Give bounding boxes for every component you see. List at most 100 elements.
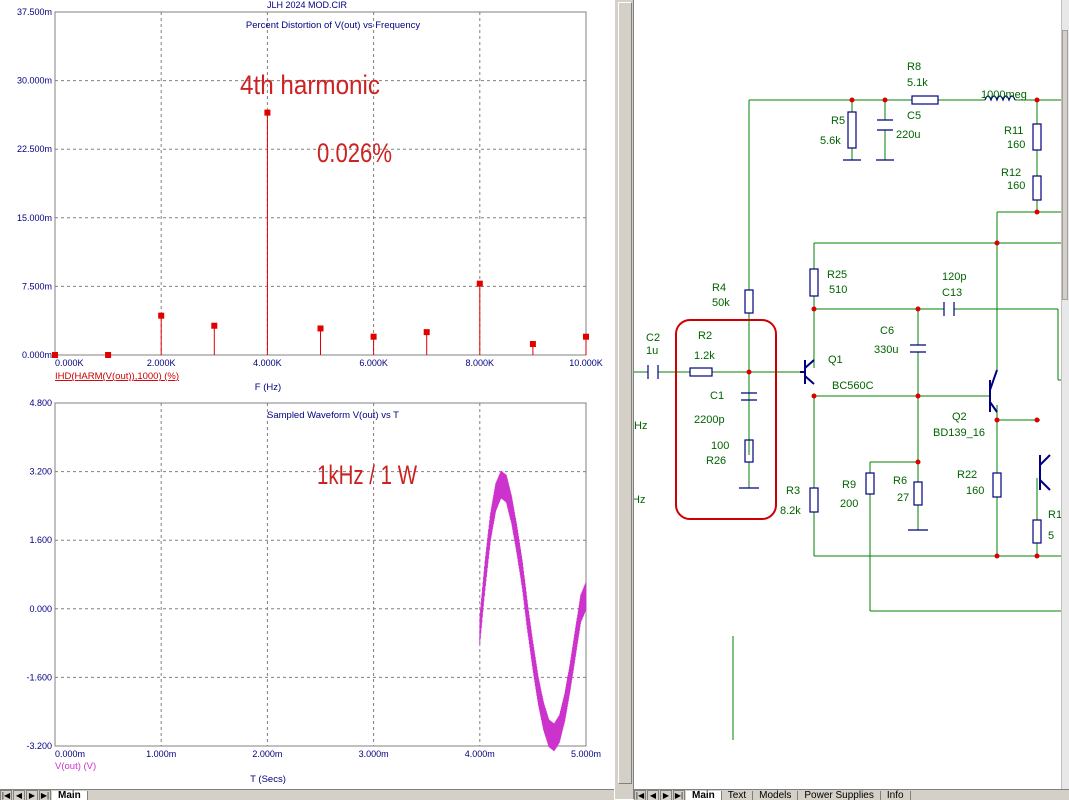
tab-nav-button[interactable]: ◀	[13, 790, 25, 800]
highlight-box	[675, 319, 777, 520]
bar-marker	[476, 280, 483, 287]
plot2-title: Sampled Waveform V(out) vs T	[267, 410, 399, 421]
tab-text[interactable]: Text	[722, 791, 754, 800]
label-r4-name: R4	[712, 282, 726, 294]
x-tick-label: 2.000K	[147, 358, 176, 368]
tab-nav-button[interactable]: ▶	[26, 790, 38, 800]
y-tick-label: -1.600	[26, 672, 52, 682]
tab-nav-button[interactable]: ▶|	[673, 790, 685, 800]
label-c13-name: C13	[942, 287, 962, 299]
resistor-r6-symbol	[913, 481, 923, 506]
distortion-plot[interactable]: Percent Distortion of V(out) vs Frequenc…	[17, 7, 603, 393]
y-tick-label: 4.800	[29, 398, 52, 408]
tab-power-supplies[interactable]: Power Supplies	[798, 791, 881, 800]
x-tick-label: 4.000m	[465, 749, 495, 759]
label-r9-value: 200	[840, 498, 858, 510]
y-tick-label: 3.200	[29, 467, 52, 477]
bar-marker	[52, 352, 58, 358]
tab-main[interactable]: Main	[686, 791, 722, 800]
tab-info[interactable]: Info	[881, 791, 911, 800]
x-tick-label: 5.000m	[571, 749, 601, 759]
plot1-grid	[55, 12, 586, 355]
label-r9-name: R9	[842, 479, 856, 491]
label-c2-name: C2	[646, 332, 660, 344]
plot2-x-label: T (Secs)	[250, 774, 286, 785]
schematic-nodes	[746, 97, 1040, 559]
label-r25-name: R25	[827, 269, 847, 281]
plot1-title: Percent Distortion of V(out) vs Frequenc…	[246, 20, 420, 31]
y-tick-label: 37.500m	[17, 7, 52, 17]
tab-main[interactable]: Main	[52, 791, 88, 800]
y-tick-label: -3.200	[26, 741, 52, 751]
transistor-q2-symbol	[989, 369, 998, 413]
pane-splitter[interactable]	[614, 0, 634, 799]
bar-marker	[211, 322, 218, 329]
schematic-pane[interactable]: R8 5.1k R5 5.6k C5 220u 1000meg R11 160 …	[634, 0, 1069, 790]
label-c1-name: C1	[710, 390, 724, 402]
plot1-x-label: F (Hz)	[255, 382, 281, 393]
label-c6-name: C6	[880, 325, 894, 337]
waveform-plot[interactable]: Sampled Waveform V(out) vs T -3.200 -1.60…	[26, 398, 601, 785]
bar-marker	[423, 329, 430, 336]
y-tick-label: 1.600	[29, 535, 52, 545]
schematic-canvas[interactable]: R8 5.1k R5 5.6k C5 220u 1000meg R11 160 …	[634, 0, 1069, 790]
resistor-r8-symbol	[911, 95, 939, 105]
bar-marker	[529, 341, 536, 348]
bar-marker	[583, 333, 589, 340]
splitter-scroll-thumb[interactable]	[618, 2, 632, 784]
tab-models[interactable]: Models	[753, 791, 799, 800]
label-c2-value: 1u	[646, 345, 658, 357]
resistor-r22-symbol	[992, 472, 1002, 498]
inductor-symbol	[984, 95, 1016, 102]
plot2-y-ticks: -3.200 -1.600 0.000 1.600 3.200 4.800	[26, 398, 52, 751]
resistor-r5-symbol	[847, 111, 857, 149]
window-title: JLH 2024 MOD.CIR	[267, 0, 348, 10]
schematic-scroll-thumb[interactable]	[1062, 30, 1068, 300]
label-c6-value: 330u	[874, 344, 898, 356]
label-inductor-value: 1000meg	[981, 89, 1027, 101]
tab-nav-button[interactable]: ◀	[647, 790, 659, 800]
label-c5-name: C5	[907, 110, 921, 122]
plot2-frame	[54, 402, 587, 747]
analysis-plots[interactable]: JLH 2024 MOD.CIR Percent Distortion of V…	[0, 0, 614, 790]
analysis-plot-pane[interactable]: JLH 2024 MOD.CIR Percent Distortion of V…	[0, 0, 614, 800]
plot1-series-label[interactable]: IHD(HARM(V(out)),1000) (%)	[55, 371, 179, 382]
label-q2-model: BD139_16	[933, 427, 985, 439]
label-r3-value: 8.2k	[780, 505, 801, 517]
label-c1-value: 2200p	[694, 414, 725, 426]
y-tick-label: 0.000	[29, 604, 52, 614]
label-r25-value: 510	[829, 284, 847, 296]
x-tick-label: 8.000K	[466, 358, 495, 368]
resistor-r25-symbol	[809, 268, 819, 297]
schematic-vertical-scrollbar[interactable]	[1061, 0, 1069, 790]
resistor-r9-symbol	[865, 472, 875, 495]
tab-nav-button[interactable]: ▶	[660, 790, 672, 800]
label-r11-value: 160	[1007, 139, 1025, 151]
label-r2-name: R2	[698, 330, 712, 342]
resistor-r4-symbol	[744, 289, 754, 314]
y-tick-label: 0.000m	[22, 350, 52, 360]
transistor-q1-symbol	[800, 359, 815, 385]
x-tick-label: 2.000m	[252, 749, 282, 759]
plot2-series-label[interactable]: V(out) (V)	[55, 761, 96, 772]
label-r22-value: 160	[966, 485, 984, 497]
tab-nav-button[interactable]: |◀	[634, 790, 646, 800]
y-tick-label: 30.000m	[17, 76, 52, 86]
label-r26-name: R26	[706, 455, 726, 467]
tab-nav-button[interactable]: ▶|	[39, 790, 51, 800]
bar-marker	[370, 333, 377, 340]
x-tick-label: 0.000m	[55, 749, 85, 759]
capacitor-c5-symbol	[877, 119, 893, 131]
tab-nav-button[interactable]: |◀	[0, 790, 12, 800]
label-r3-name: R3	[786, 485, 800, 497]
label-hz-1: Hz	[634, 420, 647, 432]
resistor-r1-symbol	[1032, 519, 1042, 544]
capacitor-c13-symbol	[943, 302, 955, 316]
label-r8-name: R8	[907, 61, 921, 73]
label-hz-2: Hz	[634, 494, 645, 506]
resistor-r26-symbol	[744, 439, 754, 463]
capacitor-c1-symbol	[741, 392, 757, 401]
